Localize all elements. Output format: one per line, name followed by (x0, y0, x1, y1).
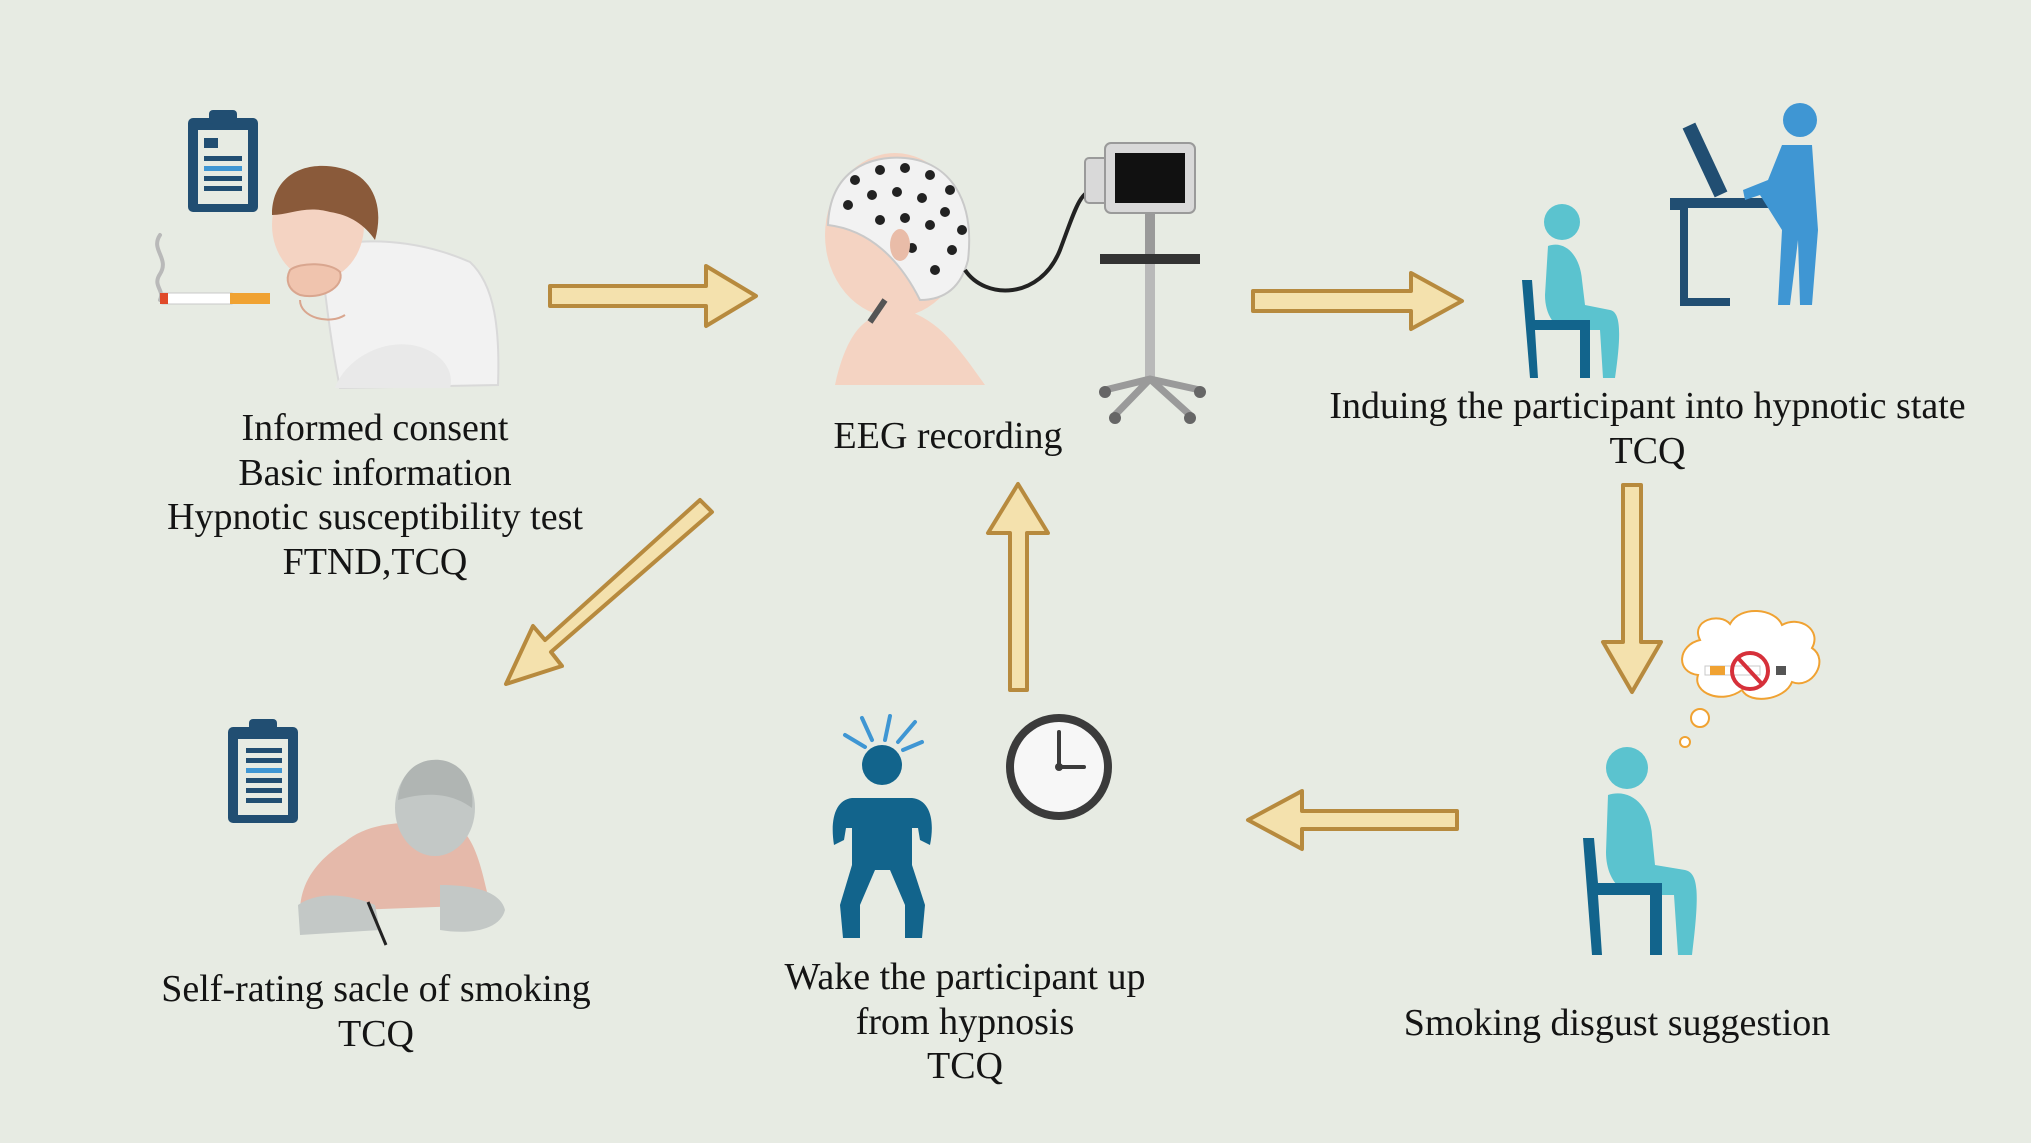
step-label-consent: Informed consent Basic information Hypno… (125, 406, 625, 584)
step-text-line: from hypnosis (855, 1000, 1075, 1043)
arrow-eeg-to-induce (1251, 271, 1464, 331)
step-text-line: Basic information (238, 451, 512, 494)
arrow-consent-to-selfrating (504, 498, 714, 686)
awakening-person-icon (832, 714, 932, 938)
coughing-smoker-icon (272, 165, 500, 390)
step-text-line: EEG recording (833, 415, 1063, 457)
step-label-eeg: EEG recording (798, 414, 1098, 459)
eeg-monitor-cart-icon (963, 142, 1206, 424)
seated-person-icon (1522, 204, 1620, 378)
arrow-induce-to-disgust (1601, 483, 1663, 694)
step-text-line: Self-rating sacle of smoking (161, 968, 591, 1010)
writing-person-icon (298, 759, 505, 946)
step-text-line: TCQ (927, 1045, 1003, 1087)
step-text-line: Hypnotic susceptibility test (167, 496, 583, 538)
step-text-line: FTND,TCQ (282, 540, 468, 583)
arrow-disgust-to-wake (1246, 789, 1459, 851)
step-text-line: Informed consent (241, 407, 509, 449)
arrow-consent-to-eeg (548, 264, 758, 328)
step-label-wake: Wake the participant up from hypnosis TC… (740, 955, 1190, 1089)
step-label-selfrating: Self-rating sacle of smoking TCQ (126, 967, 626, 1056)
clipboard-icon (188, 110, 258, 212)
standing-person-at-desk-icon (1670, 103, 1818, 306)
step-text-line: Smoking disgust suggestion (1403, 1002, 1831, 1044)
arrow-wake-to-eeg (986, 482, 1050, 692)
clipboard-icon (228, 719, 298, 823)
step-text-line: TCQ (1609, 429, 1686, 472)
eeg-cap-head-icon (825, 153, 985, 385)
cigarette-icon (155, 233, 270, 305)
step-text-line: Wake the participant up (784, 956, 1146, 998)
clock-icon (1006, 714, 1112, 820)
step-text-line: Induing the participant into hypnotic st… (1329, 385, 1966, 427)
no-smoking-thought-bubble-icon (1679, 610, 1821, 748)
step-label-disgust: Smoking disgust suggestion (1367, 1001, 1867, 1046)
seated-person-icon (1583, 747, 1697, 955)
step-text-line: TCQ (338, 1012, 414, 1055)
step-label-induce: Induing the participant into hypnotic st… (1280, 384, 2015, 473)
